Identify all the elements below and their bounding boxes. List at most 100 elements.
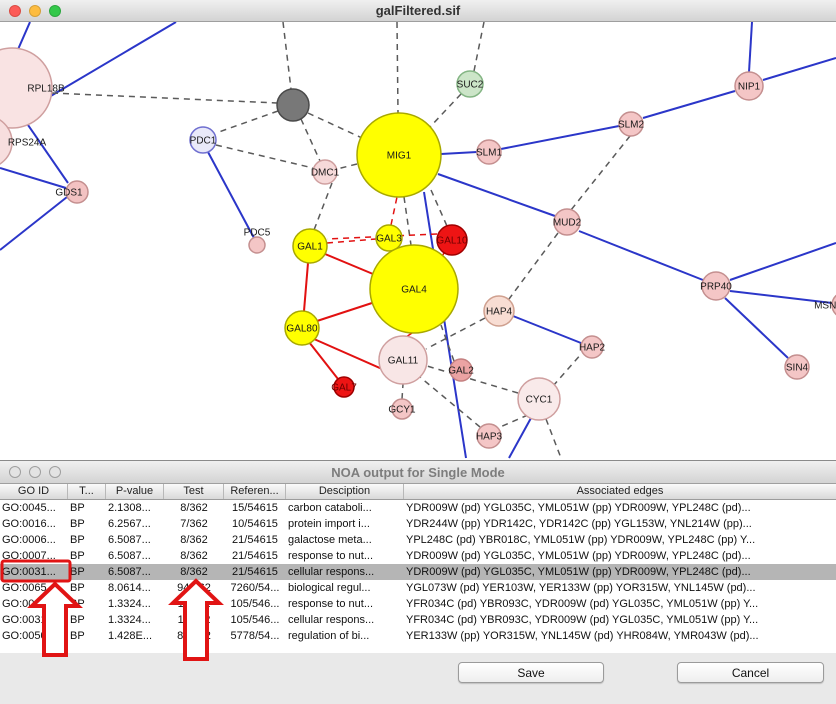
node-msn5[interactable] <box>831 292 836 318</box>
network-canvas[interactable]: RPL18BRPS24AGDS1PDC1MIG1SUC2SLM1SLM2NIP1… <box>0 22 836 460</box>
node-suc2[interactable] <box>456 70 484 98</box>
cancel-button[interactable]: Cancel <box>677 662 824 683</box>
network-edge[interactable] <box>545 418 562 459</box>
network-edge[interactable] <box>748 22 753 73</box>
network-edge[interactable] <box>425 317 486 350</box>
network-edge[interactable] <box>508 232 559 300</box>
network-edge[interactable] <box>405 332 413 338</box>
node-cyc1[interactable] <box>517 377 561 421</box>
network-edge[interactable] <box>570 135 631 211</box>
zoom-icon[interactable] <box>49 4 61 17</box>
network-edge[interactable] <box>729 290 833 304</box>
node-hap2[interactable] <box>580 335 604 359</box>
network-edge[interactable] <box>729 242 836 281</box>
network-edge[interactable] <box>215 144 314 169</box>
column-header[interactable]: Desciption <box>286 484 404 499</box>
network-edge[interactable] <box>324 253 374 275</box>
node-gal11[interactable] <box>378 335 428 385</box>
node-mud2[interactable] <box>553 208 581 236</box>
network-edge[interactable] <box>440 151 478 155</box>
node-gal2[interactable] <box>449 358 473 382</box>
column-header[interactable]: P-value <box>106 484 164 499</box>
network-edge[interactable] <box>473 22 485 72</box>
node-pdc1[interactable] <box>189 126 217 154</box>
network-edge[interactable] <box>326 238 377 244</box>
network-edge[interactable] <box>423 191 467 459</box>
column-header[interactable]: Test <box>164 484 224 499</box>
node-unnamed-gray[interactable] <box>276 88 310 122</box>
network-edge[interactable] <box>396 22 399 114</box>
save-button[interactable]: Save <box>458 662 604 683</box>
node-gds1[interactable] <box>65 180 89 204</box>
column-header[interactable]: GO ID <box>0 484 68 499</box>
network-edge[interactable] <box>642 90 736 119</box>
network-edge[interactable] <box>390 196 398 226</box>
network-edge[interactable] <box>0 196 68 251</box>
network-edge[interactable] <box>762 57 836 81</box>
network-edge[interactable] <box>437 173 556 217</box>
network-edge[interactable] <box>508 417 532 459</box>
column-header[interactable]: T... <box>68 484 106 499</box>
network-edge[interactable] <box>215 110 279 134</box>
network-edge[interactable] <box>578 230 704 281</box>
node-slm1[interactable] <box>476 139 502 165</box>
node-gcy1[interactable] <box>391 398 413 420</box>
network-edge[interactable] <box>51 92 278 104</box>
node-hap4[interactable] <box>483 295 515 327</box>
node-hap3[interactable] <box>476 423 502 449</box>
close-icon[interactable] <box>9 4 21 17</box>
network-edge[interactable] <box>313 338 383 370</box>
network-edge[interactable] <box>307 112 363 139</box>
minimize-icon[interactable] <box>29 4 41 17</box>
node-rpl18b[interactable] <box>0 47 53 129</box>
network-edge[interactable] <box>499 414 529 428</box>
column-header[interactable]: Referen... <box>224 484 286 499</box>
node-gal10[interactable] <box>436 224 468 256</box>
node-gal3[interactable] <box>375 224 403 252</box>
network-window-titlebar[interactable]: galFiltered.sif <box>0 0 836 22</box>
network-edge[interactable] <box>419 376 481 428</box>
network-edge[interactable] <box>300 118 321 162</box>
close-icon[interactable] <box>9 466 21 478</box>
network-edge[interactable] <box>316 302 373 322</box>
network-edge[interactable] <box>403 196 412 246</box>
network-edge[interactable] <box>207 151 255 239</box>
network-edge[interactable] <box>27 124 69 184</box>
node-gal80[interactable] <box>284 310 320 346</box>
network-edge[interactable] <box>401 383 404 400</box>
zoom-icon[interactable] <box>49 466 61 478</box>
node-pdc5[interactable] <box>248 236 266 254</box>
network-edge[interactable] <box>282 22 292 90</box>
node-rps24a[interactable] <box>0 116 13 168</box>
network-edge[interactable] <box>313 182 333 231</box>
network-edge[interactable] <box>512 315 582 344</box>
node-prp40[interactable] <box>701 271 731 301</box>
node-mig1[interactable] <box>356 112 442 198</box>
network-edge[interactable] <box>303 262 309 312</box>
network-edge[interactable] <box>336 163 358 170</box>
node-nip1[interactable] <box>734 71 764 101</box>
node-gal4[interactable] <box>369 244 459 334</box>
node-gal1[interactable] <box>292 228 328 264</box>
node-slm2[interactable] <box>618 111 644 137</box>
node-gal7[interactable] <box>333 376 355 398</box>
noa-window-titlebar[interactable]: NOA output for Single Mode <box>0 461 836 484</box>
network-edge[interactable] <box>724 297 789 359</box>
network-edge[interactable] <box>0 167 67 189</box>
node-dmc1[interactable] <box>312 159 338 185</box>
network-edge[interactable] <box>500 125 620 150</box>
column-header[interactable]: Associated edges <box>576 485 664 497</box>
network-edge[interactable] <box>552 352 583 387</box>
network-edge[interactable] <box>308 341 339 380</box>
network-edge[interactable] <box>426 365 519 394</box>
network-edge[interactable] <box>429 93 462 128</box>
